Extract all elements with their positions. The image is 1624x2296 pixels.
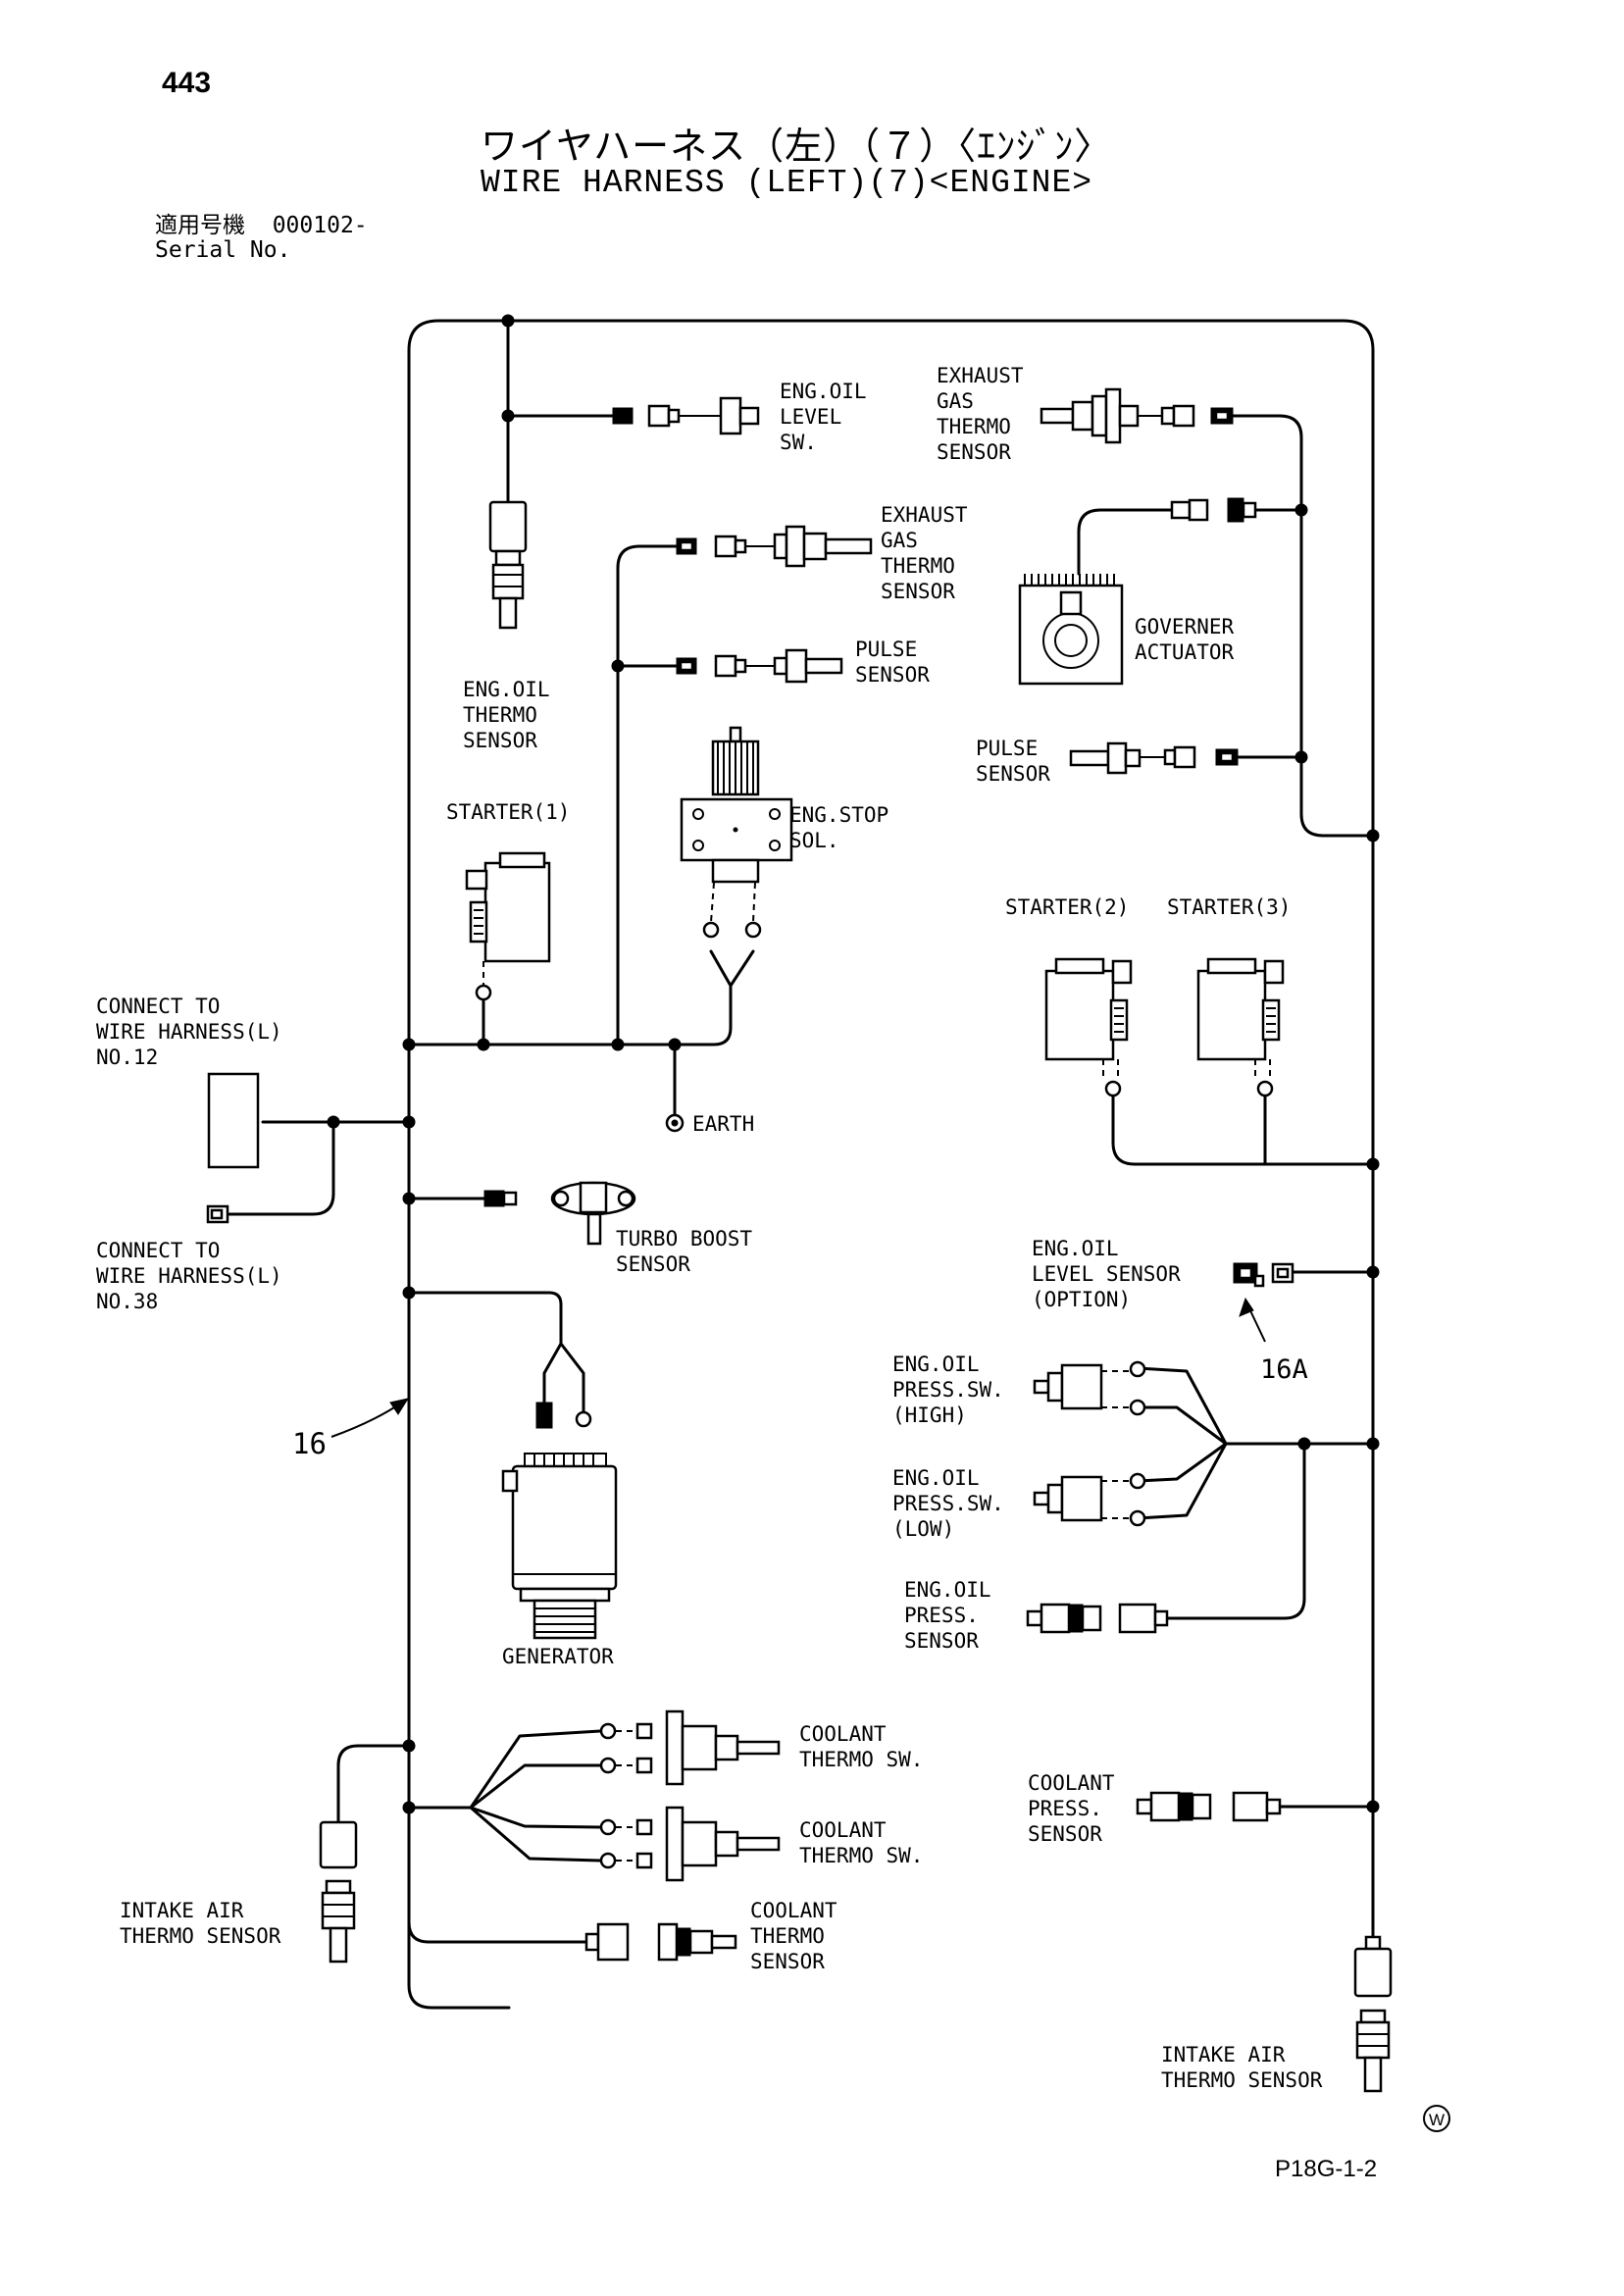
intake-air-thermo-sensor-right xyxy=(1353,1935,1393,2093)
label-eng-stop-sol: ENG.STOP SOL. xyxy=(789,803,901,852)
label-eng-oil-press-sw-high: ENG.OIL PRESS.SW. (HIGH) xyxy=(892,1352,1016,1427)
eng-oil-press-sw-high xyxy=(1033,1360,1146,1416)
starter-3 xyxy=(1196,957,1285,1097)
generator xyxy=(501,1402,618,1640)
label-turbo-boost-sensor: TURBO BOOST SENSOR xyxy=(616,1227,765,1276)
label-coolant-thermo-sw-2: COOLANT THERMO SW. xyxy=(799,1818,923,1867)
coolant-thermo-sw-2 xyxy=(599,1806,781,1882)
label-eng-oil-press-sw-low: ENG.OIL PRESS.SW. (LOW) xyxy=(892,1466,1016,1541)
w-mark: W xyxy=(1423,2105,1450,2132)
eng-oil-press-sw-low xyxy=(1033,1472,1146,1527)
earth-terminal xyxy=(665,1113,685,1133)
starter-2 xyxy=(1044,957,1133,1097)
label-ref-16a: 16A xyxy=(1260,1354,1308,1385)
connector-no12 xyxy=(207,1072,260,1169)
serial-block: 適用号機 000102- Serial No. xyxy=(155,214,368,263)
label-connect-no12: CONNECT TO WIRE HARNESS(L) NO.12 xyxy=(96,995,294,1069)
label-ref-16: 16 xyxy=(292,1427,327,1460)
governer-branch xyxy=(1077,508,1303,576)
connector-no38 xyxy=(206,1204,229,1224)
label-starter-3: STARTER(3) xyxy=(1167,895,1291,919)
label-earth: EARTH xyxy=(692,1112,754,1136)
coolant-press-sensor xyxy=(1136,1791,1282,1822)
title-english: WIRE HARNESS (LEFT)(7)<ENGINE> xyxy=(481,165,1093,201)
eng-stop-sol xyxy=(680,726,793,939)
label-starter-1: STARTER(1) xyxy=(446,800,570,824)
label-connect-no38: CONNECT TO WIRE HARNESS(L) NO.38 xyxy=(96,1239,294,1313)
serial-label-en: Serial No. xyxy=(155,237,291,263)
label-pulse-sensor-right: PULSE SENSOR xyxy=(976,737,1050,786)
label-exhaust-gas-thermo-sensor-top: EXHAUST GAS THERMO SENSOR xyxy=(937,364,1036,464)
exhaust-gas-thermo-sensor-mid xyxy=(676,525,873,568)
label-eng-oil-level-sensor: ENG.OIL LEVEL SENSOR (OPTION) xyxy=(1032,1237,1193,1311)
eng-oil-level-sw xyxy=(612,396,760,435)
generator-branch xyxy=(407,1291,585,1414)
label-governer-actuator: GOVERNER ACTUATOR xyxy=(1135,615,1246,664)
label-intake-air-thermo-sensor-right: INTAKE AIR THERMO SENSOR xyxy=(1161,2043,1323,2092)
label-coolant-press-sensor: COOLANT PRESS. SENSOR xyxy=(1028,1771,1127,1846)
harness-wires xyxy=(226,319,1375,2010)
intake-air-thermo-sensor-left xyxy=(319,1820,358,1964)
label-eng-oil-level-sw: ENG.OIL LEVEL SW. xyxy=(780,380,879,454)
turbo-boost-sensor xyxy=(483,1181,636,1246)
page-number: 443 xyxy=(162,67,212,99)
label-eng-oil-thermo-sensor: ENG.OIL THERMO SENSOR xyxy=(463,678,562,752)
w-mark-letter: W xyxy=(1429,2111,1445,2129)
label-intake-air-thermo-sensor-left: INTAKE AIR THERMO SENSOR xyxy=(120,1899,281,1948)
label-generator: GENERATOR xyxy=(502,1645,614,1668)
pulse-sensor-left xyxy=(676,648,843,684)
label-eng-oil-press-sensor: ENG.OIL PRESS. SENSOR xyxy=(904,1578,1003,1653)
coolant-thermo-sw-1 xyxy=(599,1709,781,1786)
oil-press-sensor-branch xyxy=(1165,1442,1306,1620)
starter1-stop-branch xyxy=(407,949,755,1046)
component-labels: ENG.OIL LEVEL SW. EXHAUST GAS THERMO SEN… xyxy=(96,364,1323,2092)
figure-code: P18G-1-2 xyxy=(1275,2156,1378,2182)
label-exhaust-gas-thermo-sensor-mid: EXHAUST GAS THERMO SENSOR xyxy=(881,503,980,603)
eng-oil-level-sensor xyxy=(1233,1262,1294,1288)
eng-oil-press-sensor xyxy=(1026,1603,1169,1634)
coolant-thermo-sensor xyxy=(584,1922,737,1962)
label-coolant-thermo-sw-1: COOLANT THERMO SW. xyxy=(799,1722,923,1771)
label-coolant-thermo-sensor: COOLANT THERMO SENSOR xyxy=(750,1899,849,1973)
label-pulse-sensor-left: PULSE SENSOR xyxy=(855,638,930,687)
pulse-sensor-right xyxy=(1069,741,1239,775)
serial-value: 000102- xyxy=(272,213,368,238)
starter-1 xyxy=(465,851,551,1001)
starter23-ground xyxy=(1111,1087,1375,1166)
oil-press-branch xyxy=(1136,1366,1375,1520)
oil-level-sw-branch xyxy=(506,319,615,504)
title-japanese: ワイヤハーネス（左）（７）〈ｴﾝｼﾞﾝ〉 xyxy=(481,125,1113,168)
main-trunk-loop xyxy=(407,319,1375,2010)
junction-dots xyxy=(327,314,1380,1814)
governer-actuator xyxy=(1018,497,1257,686)
serial-label-jp: 適用号機 xyxy=(155,213,245,238)
eng-oil-thermo-sensor xyxy=(488,500,528,630)
right-upper-branch xyxy=(1231,414,1375,838)
coolant-branch xyxy=(336,1729,602,1862)
coolant-thermo-sensor-branch xyxy=(407,1806,588,1944)
label-starter-2: STARTER(2) xyxy=(1005,895,1129,919)
exhaust-gas-thermo-sensor-top xyxy=(1040,387,1234,444)
leader-lines xyxy=(330,1297,1266,1438)
exhaust-gas-branch xyxy=(616,544,679,1046)
